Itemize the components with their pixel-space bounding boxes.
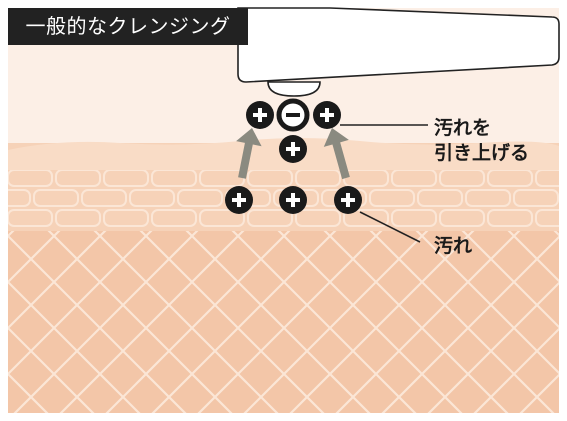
lift-dirt-label-line2: 引き上げる (434, 142, 530, 164)
lift-dirt-label-line1: 汚れを (434, 117, 492, 139)
dermis-layer (8, 228, 559, 413)
dirt-leader-line (359, 211, 421, 243)
positive-particle-lifted-center (279, 135, 307, 163)
right-lift-arrow (323, 128, 350, 180)
positive-particle-lifted-left (246, 101, 274, 129)
cleansing-device (237, 7, 560, 97)
dermis-lattice (8, 227, 559, 413)
page-title: 一般的なクレンジング (8, 8, 248, 45)
dirt-label: 汚れ (434, 235, 473, 257)
positive-particle-dirt-1 (225, 186, 253, 214)
positive-particle-dirt-2 (279, 186, 307, 214)
left-lift-arrow (236, 128, 262, 179)
negative-particle-device (276, 98, 310, 132)
lift-dirt-label: 汚れを 引き上げる (434, 116, 529, 166)
lift-arrows (236, 128, 350, 180)
particles (225, 98, 362, 214)
positive-particle-lifted-right (313, 101, 341, 129)
positive-particle-dirt-3 (334, 186, 362, 214)
